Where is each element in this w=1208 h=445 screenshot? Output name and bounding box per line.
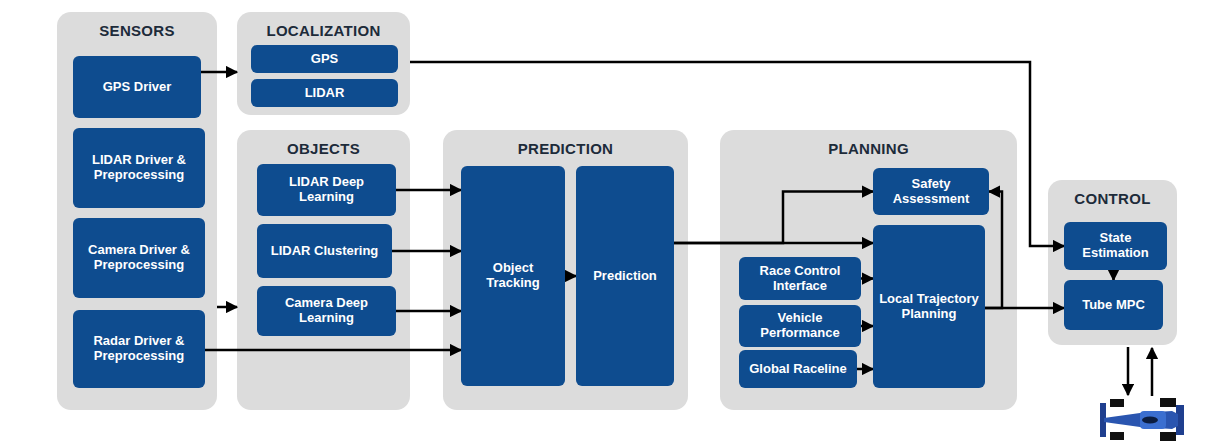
box-label: Prediction xyxy=(593,269,657,284)
panel-title: SENSORS xyxy=(57,22,217,39)
flow-arrow xyxy=(674,242,873,245)
process-box: Local Trajectory Planning xyxy=(873,225,985,388)
box-label: Camera Driver & Preprocessing xyxy=(77,243,201,273)
panel-fill xyxy=(57,12,217,410)
flow-arrow xyxy=(857,368,873,371)
panel-title: PLANNING xyxy=(720,140,1017,157)
module-panel: LOCALIZATION GPS LIDAR xyxy=(237,12,410,115)
process-box: LIDAR Driver & Preprocessing xyxy=(73,128,205,208)
module-panel: PLANNING Safety AssessmentRace Control In… xyxy=(720,130,1017,410)
box-label: State Estimation xyxy=(1068,231,1163,261)
flow-arrow xyxy=(217,306,237,309)
flow-arrow xyxy=(861,325,873,328)
process-box: Safety Assessment xyxy=(873,168,989,215)
process-box: LIDAR Deep Learning xyxy=(257,164,396,216)
flow-arrow xyxy=(396,310,461,313)
car-body xyxy=(1104,411,1178,429)
process-box: Object Tracking xyxy=(461,166,565,386)
process-box: Global Raceline xyxy=(739,350,857,388)
process-box: Vehicle Performance xyxy=(739,305,861,347)
box-label: GPS xyxy=(311,52,338,67)
flow-arrow xyxy=(205,349,461,352)
process-box: Race Control Interface xyxy=(739,257,861,300)
flow-arrow xyxy=(565,275,576,278)
car-wheel xyxy=(1160,398,1176,407)
car-wheel xyxy=(1110,432,1124,440)
flow-arrow xyxy=(201,71,237,74)
car-wheel xyxy=(1110,399,1124,407)
process-box: LIDAR xyxy=(251,79,398,107)
box-label: Local Trajectory Planning xyxy=(877,292,981,322)
box-label: LIDAR Clustering xyxy=(271,244,379,259)
box-label: Safety Assessment xyxy=(877,177,985,207)
box-label: Radar Driver & Preprocessing xyxy=(77,334,201,364)
box-label: Vehicle Performance xyxy=(743,311,857,341)
flow-arrow xyxy=(396,189,461,192)
box-label: LIDAR Deep Learning xyxy=(261,175,392,205)
box-label: LIDAR Driver & Preprocessing xyxy=(77,153,201,183)
panel-title: PREDICTION xyxy=(443,140,688,157)
box-label: Camera Deep Learning xyxy=(261,296,392,326)
process-box: GPS Driver xyxy=(73,56,201,118)
module-panel: SENSORS GPS DriverLIDAR Driver & Preproce… xyxy=(57,12,217,410)
race-car xyxy=(1100,398,1184,441)
module-panel: PREDICTION Object Tracking Prediction xyxy=(443,130,688,410)
panel-fill xyxy=(443,130,688,410)
flow-arrow xyxy=(1112,270,1115,280)
box-label: Tube MPC xyxy=(1082,298,1145,313)
process-box: Tube MPC xyxy=(1064,280,1163,330)
panel-fill xyxy=(237,12,410,115)
process-box: LIDAR Clustering xyxy=(257,224,392,278)
flow-arrow xyxy=(985,307,1064,310)
process-box: State Estimation xyxy=(1064,222,1167,270)
process-box: Camera Driver & Preprocessing xyxy=(73,218,205,298)
box-label: Object Tracking xyxy=(465,261,561,291)
box-label: LIDAR xyxy=(305,86,345,101)
cockpit xyxy=(1142,417,1158,424)
panel-fill xyxy=(237,130,410,410)
panel-title: CONTROL xyxy=(1048,190,1177,207)
process-box: Radar Driver & Preprocessing xyxy=(73,310,205,388)
panel-fill xyxy=(1048,180,1177,345)
process-box: Camera Deep Learning xyxy=(257,286,396,336)
flow-arrow xyxy=(392,250,461,253)
command-arrow xyxy=(1127,347,1130,395)
panel-fills xyxy=(57,12,1177,410)
process-box: Prediction xyxy=(576,166,674,386)
module-panel: CONTROL State EstimationTube MPC xyxy=(1048,180,1177,345)
box-label: Race Control Interface xyxy=(743,264,857,294)
flow-arrow xyxy=(861,277,873,280)
panel-title: OBJECTS xyxy=(237,140,410,157)
feedback-arrow xyxy=(1151,348,1154,396)
panel-title: LOCALIZATION xyxy=(237,22,410,39)
process-box: GPS xyxy=(251,45,398,73)
car-wheel xyxy=(1160,432,1176,441)
box-label: Global Raceline xyxy=(749,362,847,377)
module-panel: OBJECTS LIDAR Deep LearningLIDAR Clusteri… xyxy=(237,130,410,410)
panel-fill xyxy=(720,130,1017,410)
flow-arrow xyxy=(674,192,873,244)
box-label: GPS Driver xyxy=(103,80,172,95)
side-pods xyxy=(1140,411,1166,429)
